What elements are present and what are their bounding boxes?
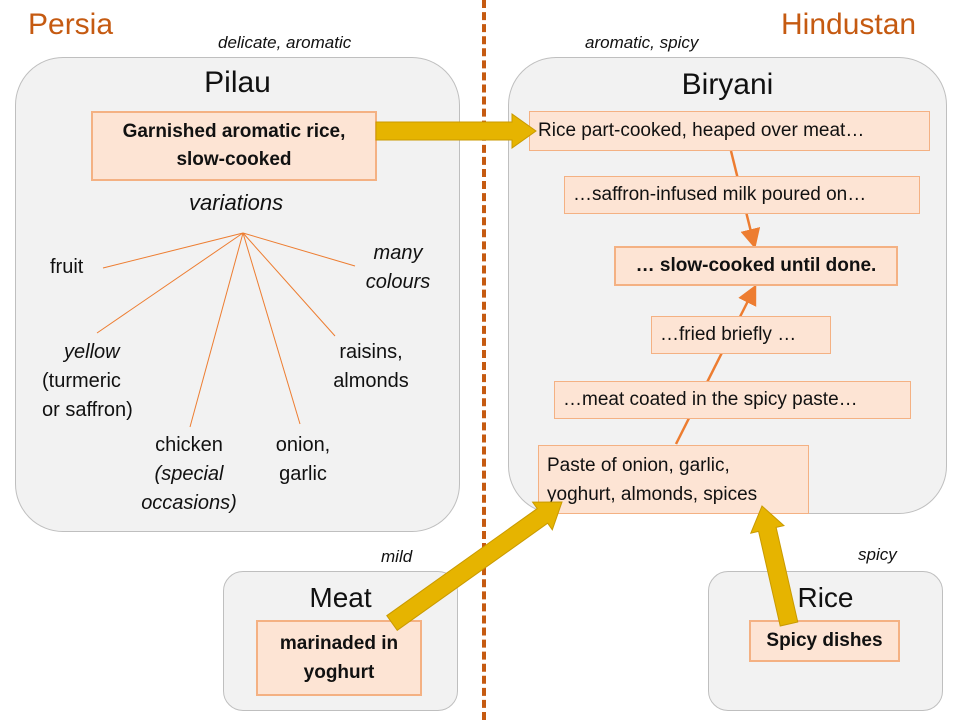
region-hindustan: Hindustan bbox=[781, 8, 917, 41]
variation-fruit: fruit bbox=[50, 256, 84, 278]
variation-lines bbox=[96, 232, 356, 428]
arrow-rice-to-paste bbox=[749, 505, 799, 627]
rice-box: Spicy dishes bbox=[749, 620, 900, 662]
divider bbox=[482, 0, 486, 720]
biryani-step-fried: …fried briefly … bbox=[651, 316, 831, 354]
biryani-step-1: Rice part-cooked, heaped over meat… bbox=[529, 111, 930, 151]
biryani-step-2: …saffron-infused milk poured on… bbox=[564, 176, 920, 214]
variations-label: variations bbox=[189, 190, 284, 215]
biryani-step-coat: …meat coated in the spicy paste… bbox=[554, 381, 911, 419]
biryani-step-final: … slow-cooked until done. bbox=[614, 246, 898, 286]
region-persia: Persia bbox=[28, 8, 114, 41]
arrow-pilau-to-biryani bbox=[375, 113, 537, 149]
variation-raisins: raisins,almonds bbox=[333, 341, 409, 392]
rice-title: Rice bbox=[797, 582, 854, 613]
variation-onion: onion,garlic bbox=[275, 434, 331, 485]
pilau-main-box: Garnished aromatic rice, slow-cooked bbox=[91, 111, 377, 181]
biryani-step-paste: Paste of onion, garlic, yoghurt, almonds… bbox=[538, 445, 809, 514]
arrow-meat-to-paste bbox=[386, 501, 563, 632]
note-pilau: delicate, aromatic bbox=[218, 33, 352, 52]
note-biryani: aromatic, spicy bbox=[585, 33, 699, 52]
meat-box: marinaded in yoghurt bbox=[256, 620, 422, 696]
biryani-title: Biryani bbox=[681, 68, 774, 101]
meat-title: Meat bbox=[309, 582, 372, 613]
pilau-title: Pilau bbox=[204, 66, 271, 99]
note-meat: mild bbox=[381, 547, 413, 566]
note-rice: spicy bbox=[858, 545, 897, 564]
